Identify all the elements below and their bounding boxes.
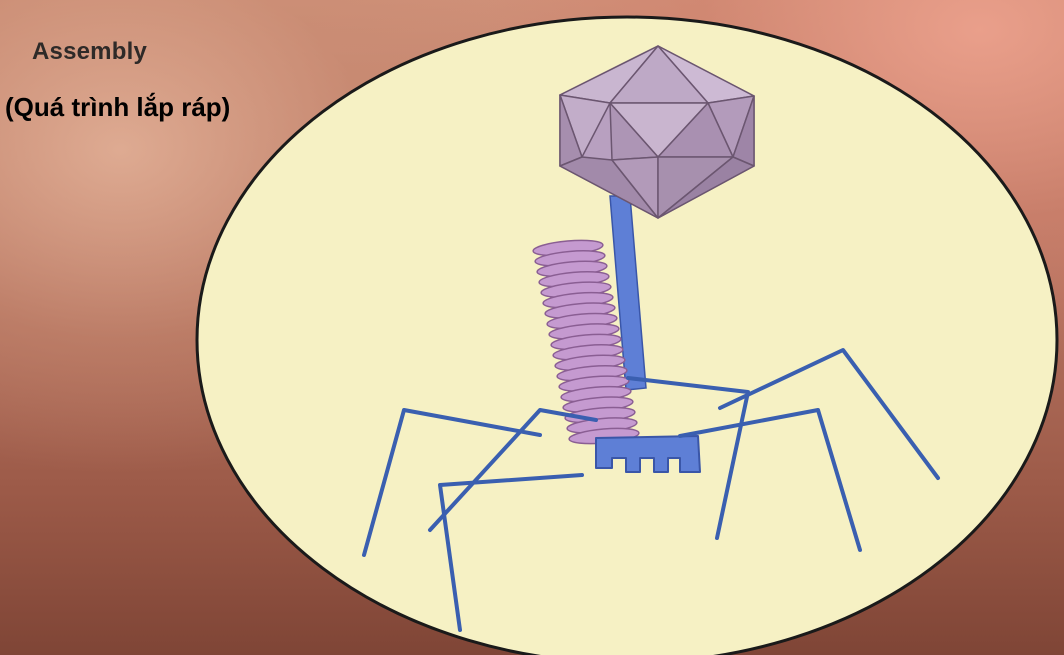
- tail-fiber-1: [428, 408, 598, 532]
- tail-fiber-4: [626, 376, 750, 540]
- tail-sheath: [532, 239, 640, 445]
- capsid-head: [559, 45, 755, 219]
- tail-fiber-5: [718, 348, 940, 480]
- slide-title: Assembly: [32, 38, 147, 65]
- tail-fiber-6: [678, 408, 862, 552]
- tail-fiber-3: [438, 473, 584, 632]
- base-plate: [595, 435, 701, 473]
- tail-fiber-2: [362, 408, 542, 557]
- tail-fibers: [362, 348, 940, 632]
- slide-subtitle: (Quá trình lắp ráp): [5, 92, 231, 122]
